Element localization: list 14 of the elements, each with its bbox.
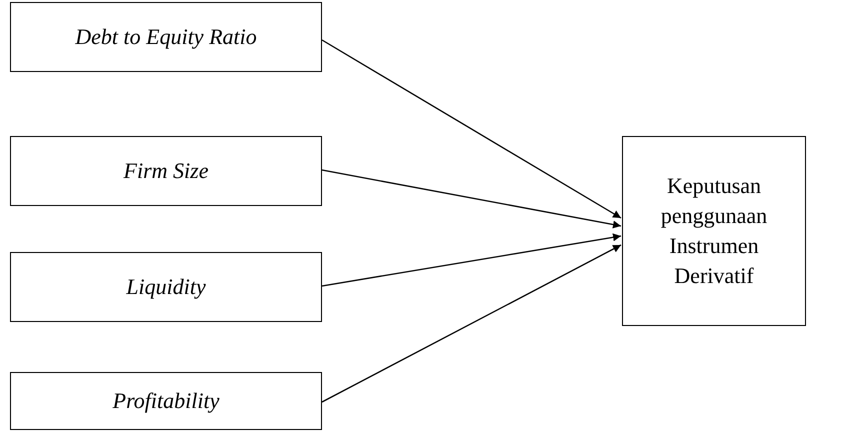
variable-box: [10, 372, 322, 430]
variable-box: [10, 2, 322, 72]
box-label: Keputusan penggunaan Instrumen Derivatif: [660, 172, 768, 290]
box-label: Debt to Equity Ratio: [74, 23, 258, 51]
arrow: [322, 39, 622, 219]
arrow: [322, 169, 622, 228]
box-label: Profitability: [112, 387, 220, 415]
box-label: Liquidity: [125, 273, 207, 301]
box-label: Firm Size: [122, 157, 210, 185]
variable-box: [10, 252, 322, 322]
arrow: [322, 244, 622, 403]
arrow: [322, 233, 622, 287]
outcome-box: [622, 136, 806, 326]
variable-box: [10, 136, 322, 206]
